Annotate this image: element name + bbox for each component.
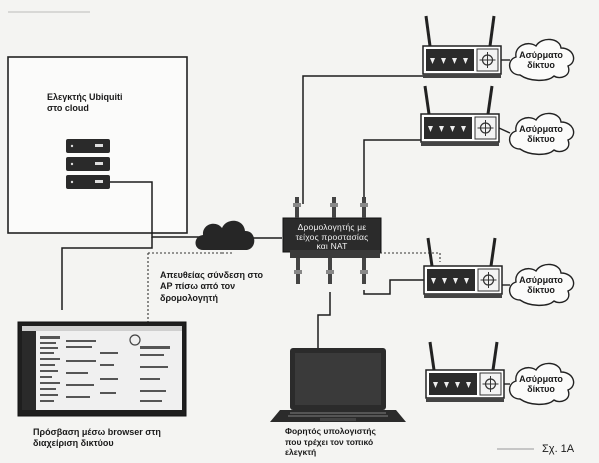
wireless-network-label-4: Ασύρματο δίκτυο — [510, 374, 572, 395]
internet-cloud-icon — [196, 221, 255, 250]
direct-connection-line2: AP πίσω από τον — [160, 281, 263, 292]
server-stack-icon — [66, 139, 110, 189]
wireless-network-1-line1: Ασύρματο — [510, 50, 572, 60]
access-point-icon — [423, 16, 501, 78]
ap-to-cloud-links — [499, 60, 510, 384]
wireless-network-2-line2: δίκτυο — [510, 134, 572, 144]
wireless-network-1-line2: δίκτυο — [510, 60, 572, 70]
access-point-icon — [421, 86, 499, 146]
firewall-router-label: Δρομολογητής με τείχος προστασίας και NA… — [286, 222, 378, 252]
laptop-controller-line2: που τρέχει τον τοπικό — [285, 437, 376, 448]
direct-connection-line1: Απευθείας σύνδεση στο — [160, 270, 263, 281]
wireless-network-4-line2: δίκτυο — [510, 384, 572, 394]
direct-connection-line3: δρομολογητή — [160, 293, 263, 304]
browser-access-line2: διαχείριση δικτύου — [33, 438, 161, 449]
wireless-network-2-line1: Ασύρματο — [510, 124, 572, 134]
browser-access-label: Πρόσβαση μέσω browser στη διαχείριση δικ… — [33, 427, 161, 450]
wireless-network-3-line2: δίκτυο — [510, 285, 572, 295]
laptop-controller-label: Φορητός υπολογιστής που τρέχει τον τοπικ… — [285, 426, 376, 458]
wireless-network-4-line1: Ασύρματο — [510, 374, 572, 384]
monitor-icon — [18, 322, 186, 416]
access-point-icon — [426, 342, 504, 402]
wireless-network-label-3: Ασύρματο δίκτυο — [510, 275, 572, 296]
wireless-clouds — [510, 39, 574, 404]
figure-label: Σχ. 1A — [542, 443, 574, 457]
firewall-router-label-line1: Δρομολογητής με — [286, 222, 378, 232]
laptop-icon — [270, 348, 406, 422]
wireless-network-label-1: Ασύρματο δίκτυο — [510, 50, 572, 71]
laptop-controller-line3: ελεγκτή — [285, 447, 376, 458]
wireless-network-3-line1: Ασύρματο — [510, 275, 572, 285]
firewall-router-label-line3: και NAT — [286, 241, 378, 251]
browser-access-line1: Πρόσβαση μέσω browser στη — [33, 427, 161, 438]
wireless-network-label-2: Ασύρματο δίκτυο — [510, 124, 572, 145]
access-point-icon — [424, 238, 502, 298]
direct-connection-label: Απευθείας σύνδεση στο AP πίσω από τον δρ… — [160, 270, 263, 304]
cloud-controller-label-line2: στο cloud — [47, 103, 123, 114]
cloud-controller-label: Ελεγκτής Ubiquiti στο cloud — [47, 92, 123, 115]
cloud-controller-label-line1: Ελεγκτής Ubiquiti — [47, 92, 123, 103]
laptop-controller-line1: Φορητός υπολογιστής — [285, 426, 376, 437]
